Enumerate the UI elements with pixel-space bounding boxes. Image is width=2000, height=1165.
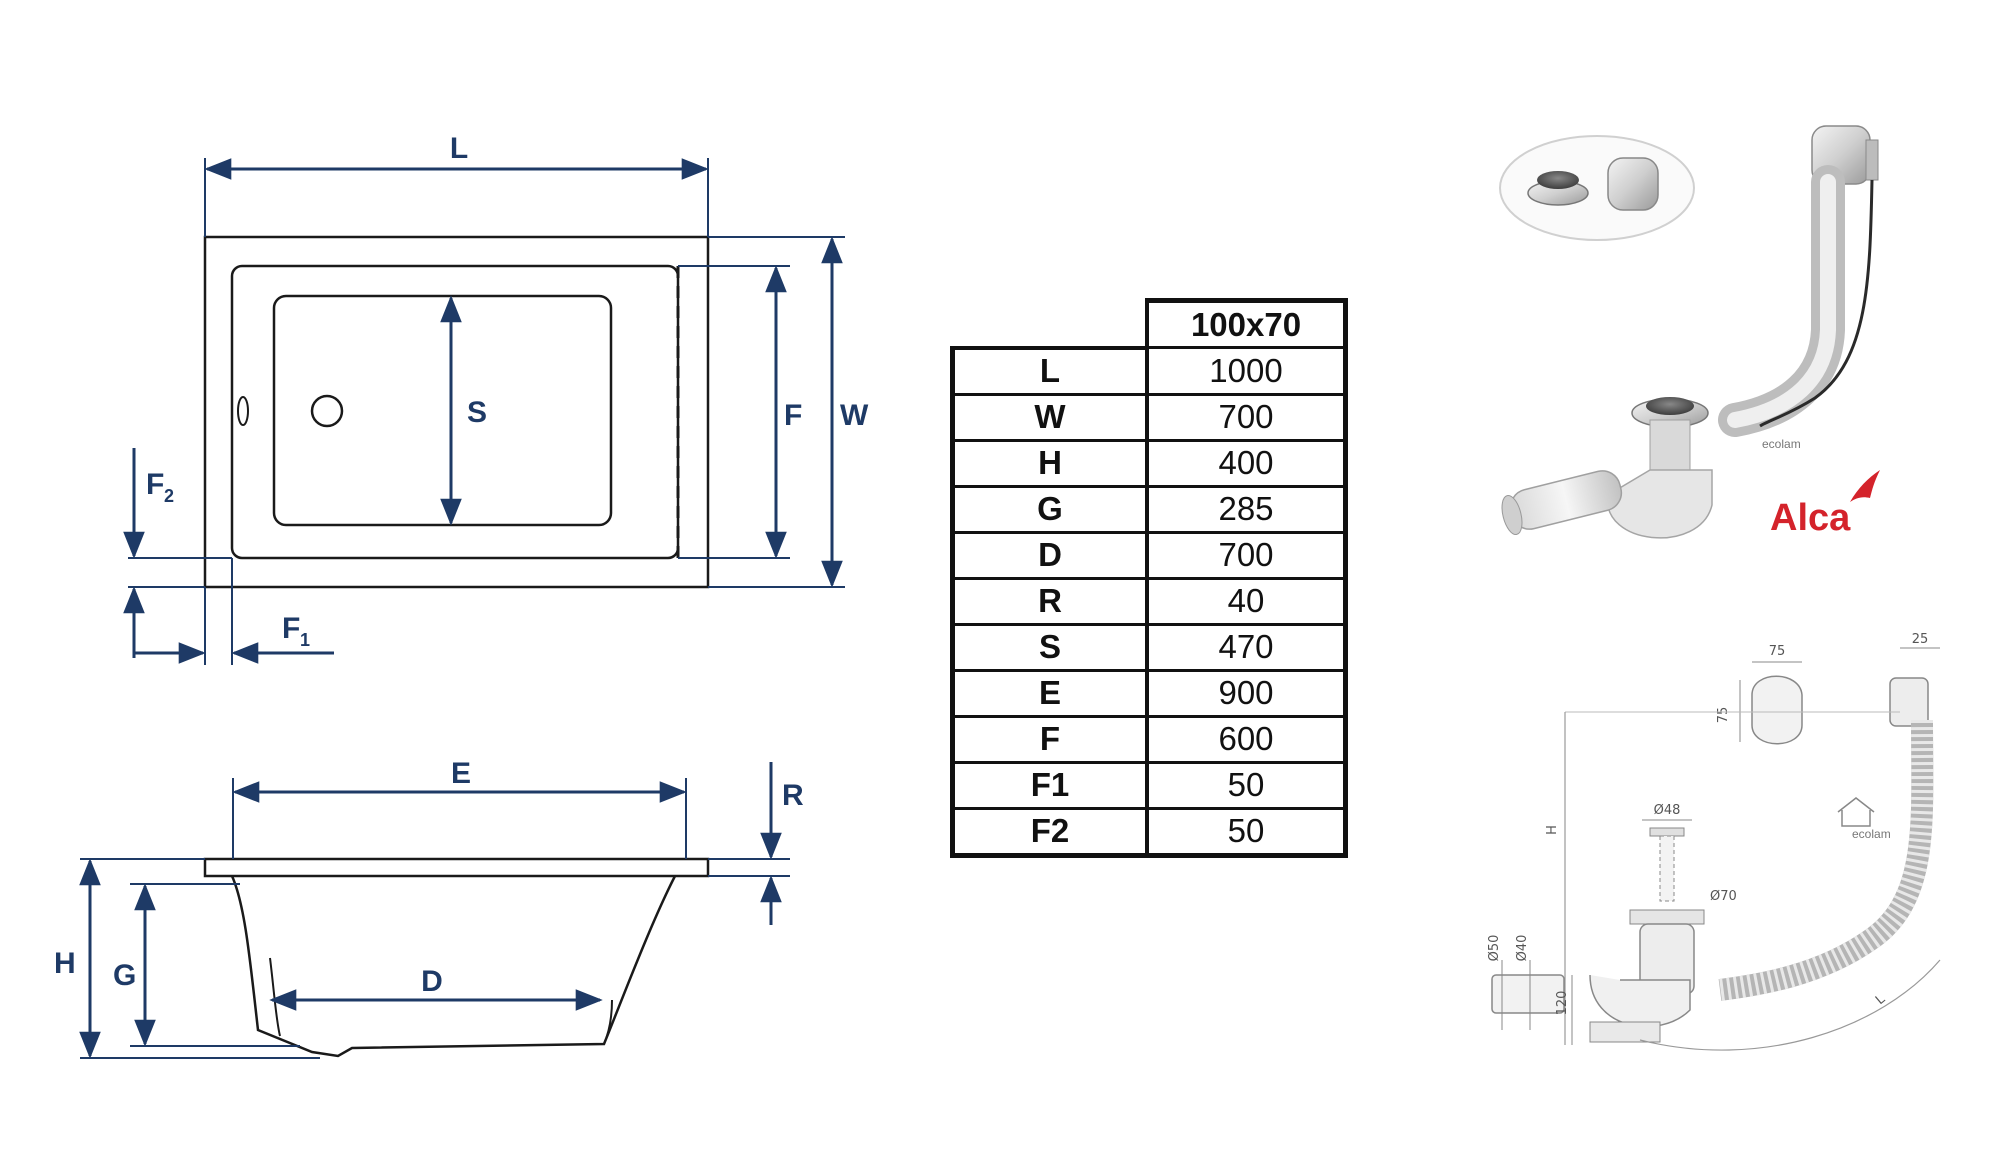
dim-H: H xyxy=(1545,825,1560,835)
row-value: 400 xyxy=(1145,438,1348,488)
dim-25: 25 xyxy=(1912,632,1929,647)
row-value: 285 xyxy=(1145,484,1348,534)
brand-logo: Alca xyxy=(1770,497,1851,539)
overflow-hole xyxy=(237,396,249,426)
row-key: F xyxy=(950,714,1149,764)
tub-side-inner xyxy=(603,999,613,1045)
drain-body xyxy=(1649,419,1691,471)
dim-120: 120 xyxy=(1555,991,1570,1016)
label-F2-subscript: 2 xyxy=(164,486,174,506)
label-L: L xyxy=(450,132,468,165)
dim-dia-40: Ø40 xyxy=(1515,935,1530,962)
label-F2: F xyxy=(146,468,164,501)
row-value: 600 xyxy=(1145,714,1348,764)
dim-75-height: 75 xyxy=(1716,707,1731,724)
label-D: D xyxy=(421,965,443,998)
trap-tech xyxy=(1589,974,1691,1028)
drain-technical-drawing: 75 75 25 H Ø48 Ø70 Ø50 Ø40 120 L xyxy=(1487,632,1941,1051)
outlet-pipe-end xyxy=(1501,494,1523,536)
row-value: 50 xyxy=(1145,760,1348,810)
house-icon xyxy=(1837,797,1875,827)
watermark-tech: ecolam xyxy=(1852,827,1891,841)
row-key: D xyxy=(950,530,1149,580)
row-key: R xyxy=(950,576,1149,626)
dim-dia-70: Ø70 xyxy=(1710,889,1737,904)
drain-plug xyxy=(1646,397,1694,415)
cap-front-view xyxy=(1751,675,1803,745)
overflow-pipe-highlight xyxy=(1727,174,1836,428)
row-value: 700 xyxy=(1145,392,1348,442)
inset-plug-top xyxy=(1537,171,1579,189)
row-key: G xyxy=(950,484,1149,534)
row-key: S xyxy=(950,622,1149,672)
row-value: 900 xyxy=(1145,668,1348,718)
tub-side-body xyxy=(230,875,677,1058)
dim-dia-48: Ø48 xyxy=(1654,803,1681,818)
label-W: W xyxy=(840,399,869,432)
brand-bird-icon xyxy=(1850,470,1880,502)
bathtub-top-view: L S F W F 2 F 1 xyxy=(123,132,869,665)
row-key: F1 xyxy=(950,760,1149,810)
spec-table-header-row: 100x70 xyxy=(952,298,1348,350)
label-S: S xyxy=(467,396,487,429)
dim-dia-50: Ø50 xyxy=(1487,935,1502,962)
row-key: W xyxy=(950,392,1149,442)
label-F1-subscript: 1 xyxy=(300,630,310,650)
overflow-flange xyxy=(1865,139,1879,181)
siphon-trap xyxy=(1607,469,1713,539)
drain-product-photo: ecolam Alca xyxy=(1499,125,1880,539)
inset-overflow-cap xyxy=(1607,157,1659,211)
watermark: ecolam xyxy=(1762,437,1801,451)
drain-hole xyxy=(310,394,344,428)
row-value: 50 xyxy=(1145,806,1348,858)
bathtub-side-view: E R H G D xyxy=(54,757,804,1059)
corrugated-hose-ribs xyxy=(1718,719,1934,1001)
drain-flange-tech xyxy=(1629,909,1705,925)
control-cable xyxy=(1759,179,1874,428)
detail-inset xyxy=(1499,135,1695,241)
label-F1: F xyxy=(282,612,300,645)
row-key: L xyxy=(950,346,1149,396)
drain-head xyxy=(1649,827,1685,837)
label-F: F xyxy=(784,399,802,432)
label-E: E xyxy=(451,757,471,790)
drain-stem xyxy=(1659,835,1675,902)
row-key: E xyxy=(950,668,1149,718)
row-key: H xyxy=(950,438,1149,488)
tub-side-rim xyxy=(203,857,710,878)
spec-table-corner xyxy=(952,300,1149,350)
tub-basin xyxy=(272,294,613,527)
corrugated-hose xyxy=(1718,719,1934,1001)
dim-75-width: 75 xyxy=(1769,644,1786,659)
spec-table-size-header: 100x70 xyxy=(1145,298,1348,349)
row-value: 1000 xyxy=(1145,346,1348,396)
outlet-tech xyxy=(1491,974,1565,1014)
tub-side-inner xyxy=(269,957,281,1037)
dim-arc-L xyxy=(1639,959,1941,1051)
label-H: H xyxy=(54,947,76,980)
outlet-pipe xyxy=(1509,470,1623,530)
tub-outer-rim xyxy=(203,235,710,589)
row-value: 470 xyxy=(1145,622,1348,672)
label-G: G xyxy=(113,959,136,992)
label-R: R xyxy=(782,779,804,812)
trap-base xyxy=(1589,1021,1661,1043)
row-value: 700 xyxy=(1145,530,1348,580)
row-value: 40 xyxy=(1145,576,1348,626)
overflow-side-view xyxy=(1889,677,1929,727)
row-key: F2 xyxy=(950,806,1149,858)
